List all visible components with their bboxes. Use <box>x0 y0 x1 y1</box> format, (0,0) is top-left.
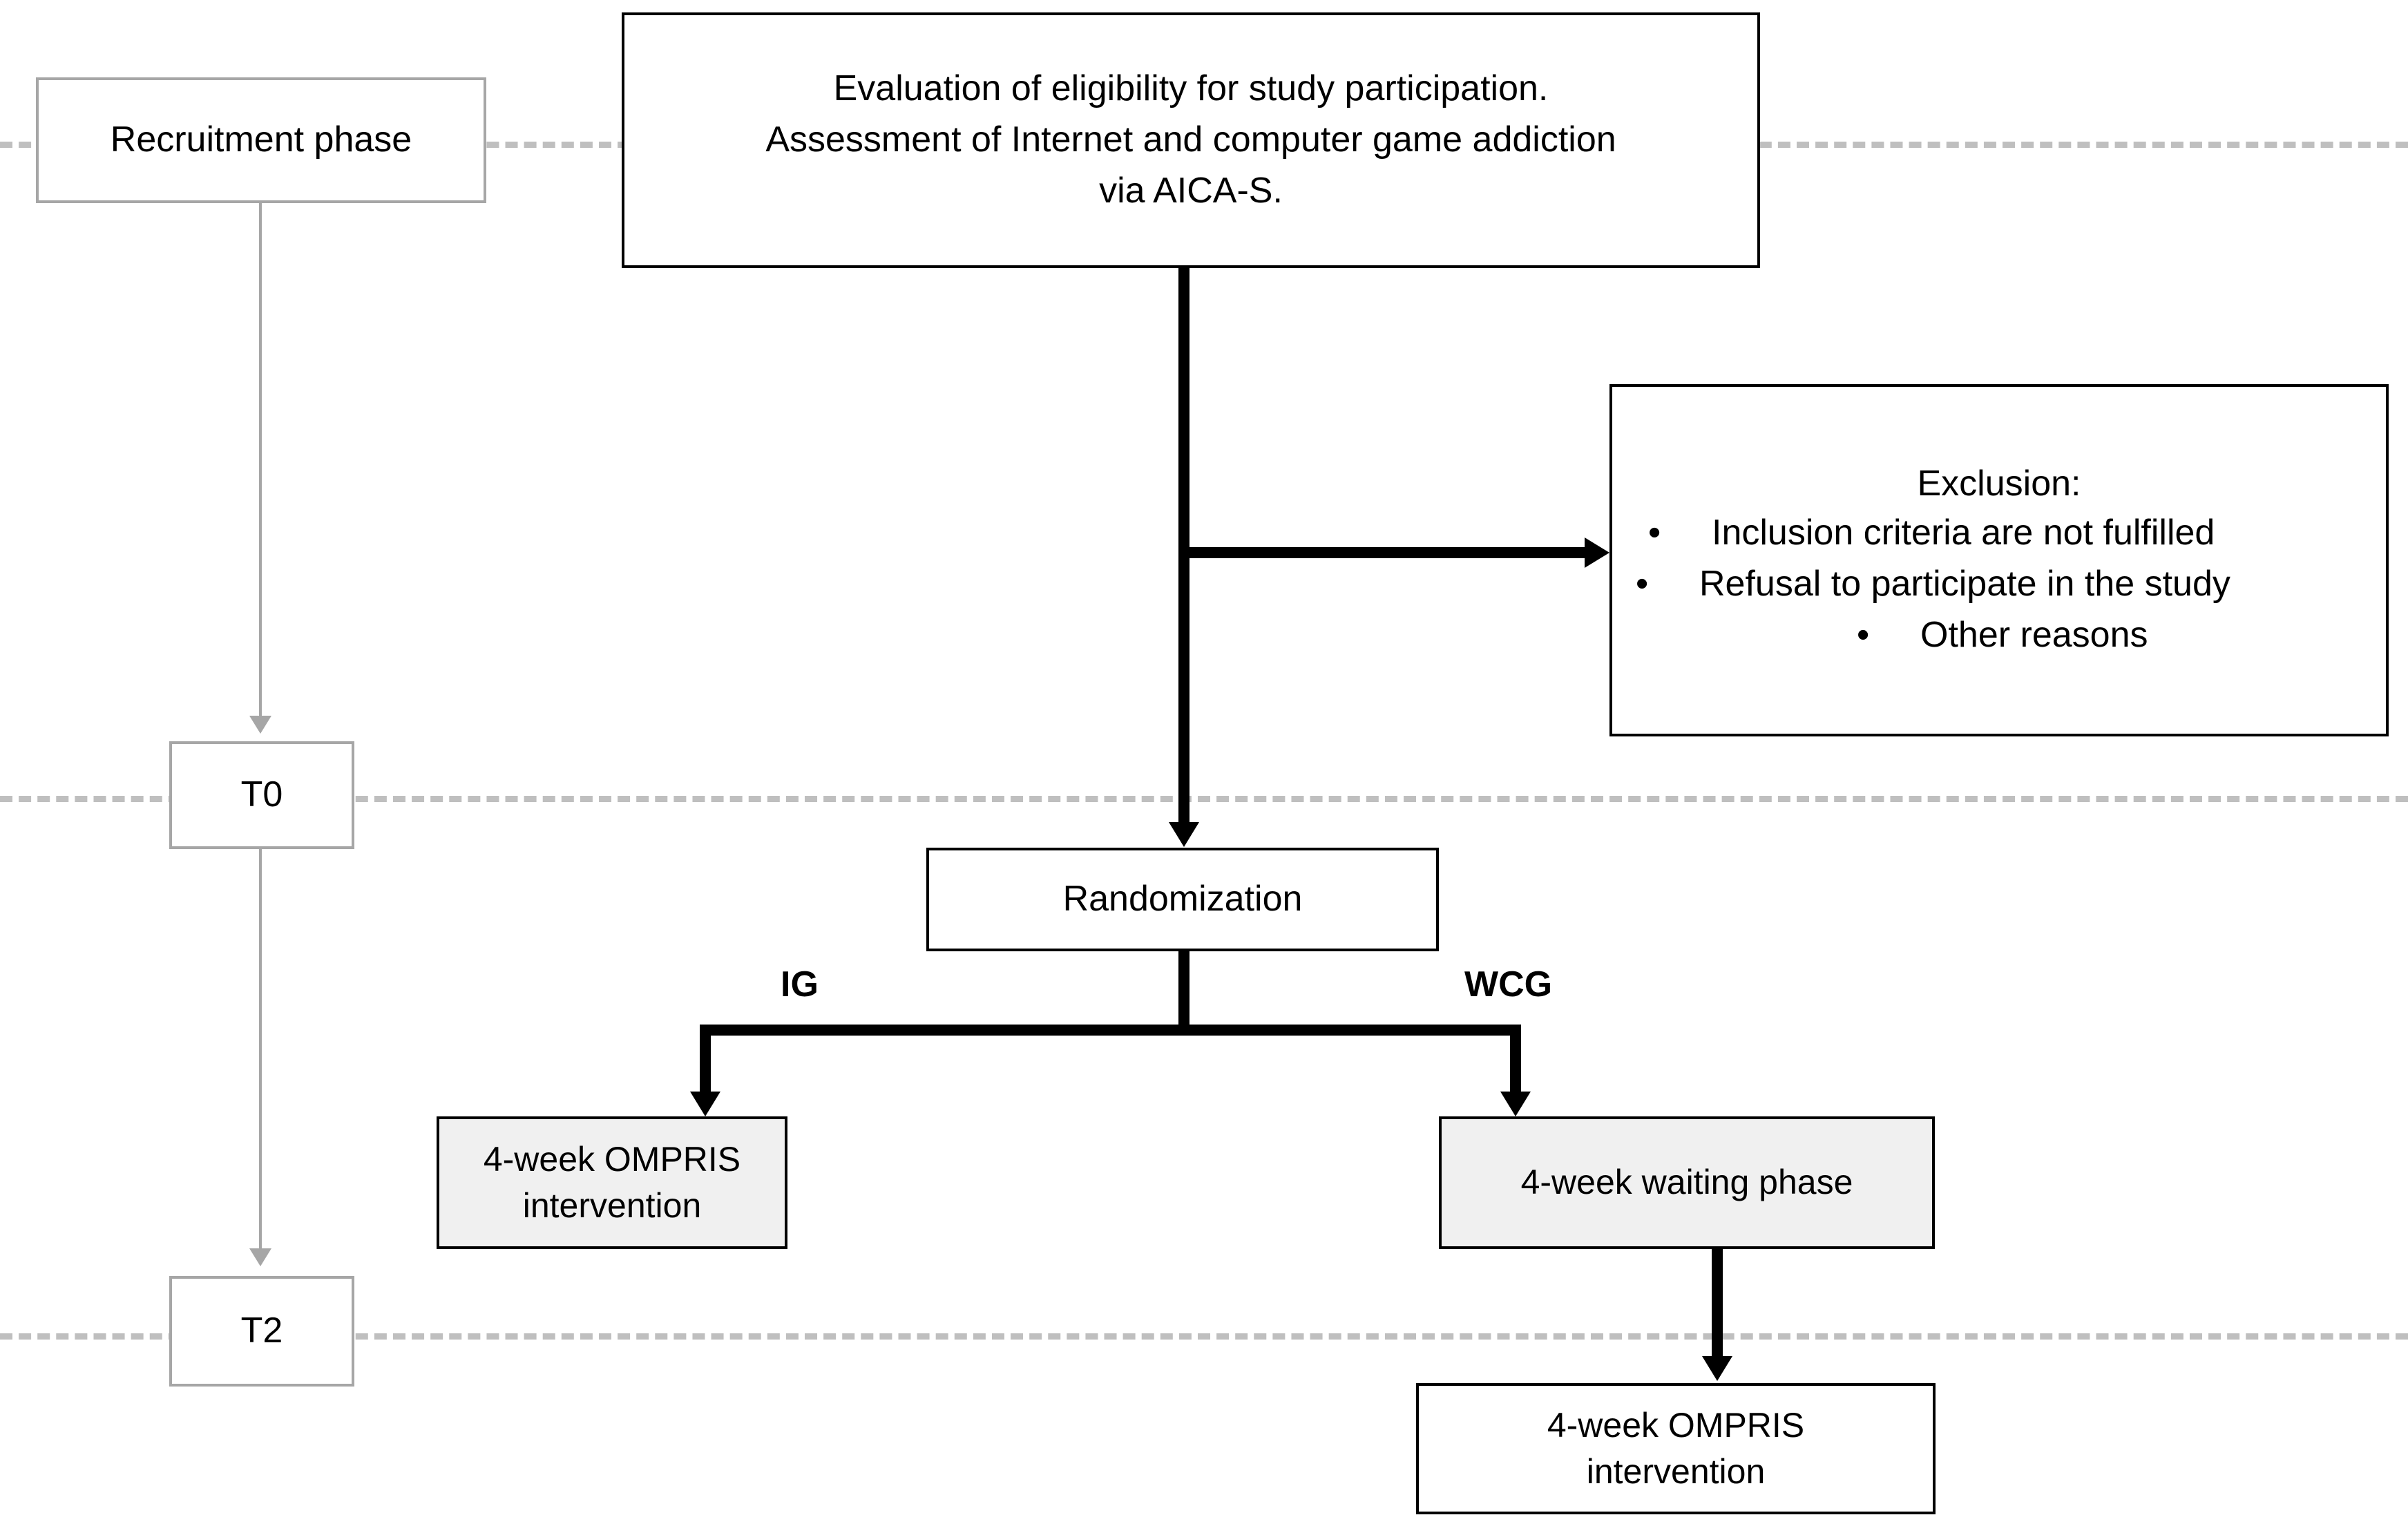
node-eligibility-text: Evaluation of eligibility for study part… <box>624 64 1757 216</box>
timeline-rule-t2 <box>0 1333 2408 1340</box>
connector-recruitment-to-t0 <box>259 203 262 716</box>
node-randomization[interactable]: Randomization <box>926 848 1439 951</box>
node-ig-intervention[interactable]: 4-week OMPRIS intervention <box>437 1116 787 1249</box>
connector-waiting-to-wcg-intervention <box>1712 1249 1723 1360</box>
bullet-icon: • <box>1857 615 1870 656</box>
node-wcg-intervention[interactable]: 4-week OMPRIS intervention <box>1416 1383 1936 1514</box>
timeline-box-recruitment[interactable]: Recruitment phase <box>36 77 486 203</box>
exclusion-reason-item: • Other reasons <box>1857 610 2362 661</box>
arrowhead-ig <box>690 1092 720 1116</box>
node-eligibility[interactable]: Evaluation of eligibility for study part… <box>622 12 1760 268</box>
exclusion-title: Exclusion: <box>1917 464 2081 504</box>
node-exclusion-content: Exclusion: • Inclusion criteria are not … <box>1612 459 2386 661</box>
exclusion-reason-list: • Inclusion criteria are not fulfilled •… <box>1636 508 2362 660</box>
exclusion-reason-item: • Inclusion criteria are not fulfilled <box>1648 508 2362 559</box>
eligibility-line-3: via AICA-S. <box>1099 170 1283 211</box>
split-bar <box>700 1025 1521 1036</box>
arrowhead-wcg <box>1500 1092 1531 1116</box>
connector-wcg-drop <box>1510 1025 1521 1095</box>
timeline-label-t0: T0 <box>240 774 283 815</box>
connector-randomization-to-split <box>1178 951 1189 1031</box>
wcg-intervention-line-2: intervention <box>1586 1452 1766 1491</box>
arrowhead-to-randomization <box>1169 822 1199 847</box>
node-wcg-waiting-phase-text: 4-week waiting phase <box>1520 1163 1853 1202</box>
ig-intervention-line-1: 4-week OMPRIS <box>483 1139 741 1179</box>
exclusion-reason-text: Inclusion criteria are not fulfilled <box>1712 513 2215 553</box>
eligibility-line-2: Assessment of Internet and computer game… <box>765 120 1616 160</box>
ig-intervention-line-2: intervention <box>522 1186 702 1225</box>
branch-label-wcg: WCG <box>1464 964 1553 1004</box>
bullet-icon: • <box>1648 513 1661 553</box>
timeline-box-t2[interactable]: T2 <box>169 1276 354 1387</box>
connector-to-exclusion <box>1178 547 1586 558</box>
timeline-box-t0[interactable]: T0 <box>169 741 354 849</box>
node-exclusion[interactable]: Exclusion: • Inclusion criteria are not … <box>1609 384 2389 736</box>
exclusion-reason-text: Other reasons <box>1920 615 2148 656</box>
arrowhead-recruitment-to-t0 <box>249 716 271 734</box>
timeline-label-recruitment: Recruitment phase <box>110 120 412 160</box>
node-ig-intervention-text: 4-week OMPRIS intervention <box>439 1136 785 1230</box>
arrowhead-to-exclusion <box>1585 537 1609 568</box>
bullet-icon: • <box>1636 564 1649 604</box>
arrowhead-t0-to-t2 <box>249 1248 271 1266</box>
branch-label-ig: IG <box>781 964 819 1004</box>
node-wcg-waiting-phase[interactable]: 4-week waiting phase <box>1439 1116 1935 1249</box>
arrowhead-wcg-intervention <box>1702 1356 1732 1381</box>
exclusion-reason-item: • Refusal to participate in the study <box>1636 559 2362 610</box>
node-wcg-intervention-text: 4-week OMPRIS intervention <box>1419 1402 1933 1496</box>
node-randomization-label: Randomization <box>1062 879 1303 920</box>
connector-ig-drop <box>700 1025 711 1095</box>
connector-t0-to-t2 <box>259 849 262 1248</box>
wcg-intervention-line-1: 4-week OMPRIS <box>1547 1405 1805 1445</box>
timeline-rule-t0 <box>0 796 2408 802</box>
timeline-label-t2: T2 <box>240 1311 283 1351</box>
eligibility-line-1: Evaluation of eligibility for study part… <box>833 68 1549 109</box>
exclusion-reason-text: Refusal to participate in the study <box>1699 564 2230 604</box>
